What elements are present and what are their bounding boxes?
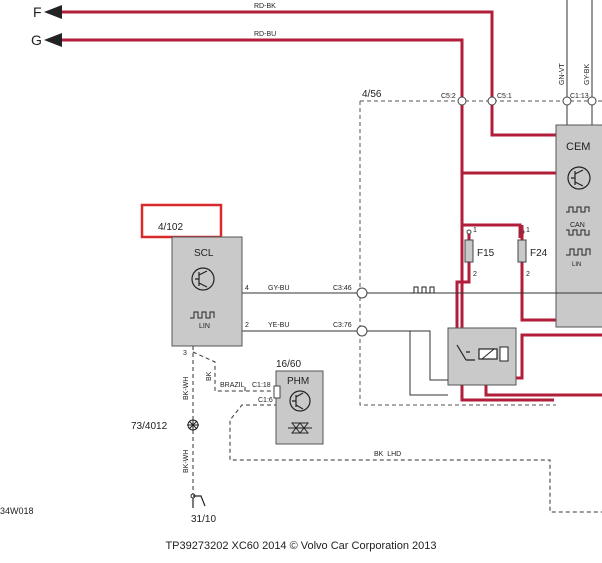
phm-transistor-symbol (292, 392, 304, 410)
pin-c3-76: C3:76 (333, 322, 352, 329)
pin-c5-1: C5:1 (497, 93, 512, 100)
scl-pin-4: 4 (245, 285, 249, 292)
cem-transistor-icon (567, 166, 591, 190)
scl-lin-label: LIN (199, 323, 210, 330)
relay-diode-icon (499, 346, 509, 362)
fuse-f15-label: F15 (477, 248, 495, 259)
arrow-g (44, 33, 62, 47)
wire-ye-bu (242, 330, 448, 396)
phm-id: 16/60 (276, 359, 301, 370)
arrow-f (44, 5, 62, 19)
wire-f15-out (455, 262, 471, 340)
scl-id: 4/102 (158, 222, 183, 233)
wire-label-rd-bu: RD-BU (254, 31, 276, 38)
wire-label-gy-bk: GY-BK (584, 64, 591, 85)
wire-label-bk-wh-1: BK-WH (183, 377, 190, 400)
scl-module (171, 236, 243, 347)
cem-lin-signal-icon (566, 248, 591, 256)
wire-bk-to-phm (192, 351, 278, 392)
fuse-f15-pin1 (466, 229, 472, 235)
ground-wires (192, 346, 602, 513)
scl-transistor-icon (191, 267, 215, 291)
wire-label-bk: BK (206, 371, 213, 381)
cem-can-signal-icon (566, 206, 590, 213)
connector-c1-13-b (587, 96, 597, 106)
pin-c1-6: C1:6 (258, 397, 273, 404)
wire-bk-lhd (229, 404, 602, 513)
scl-name: SCL (194, 248, 214, 259)
cem-boundary-left (359, 101, 556, 406)
wire-f15-feed (462, 223, 522, 238)
cem-id: 4/56 (362, 89, 382, 100)
scl-transistor-symbol (195, 270, 208, 288)
phm-diode-icon (288, 422, 312, 434)
fuse-f15-pin-bottom: 2 (473, 271, 477, 278)
document-id: 34W018 (0, 506, 34, 516)
connector-label-f: F (33, 4, 42, 20)
phm-connector (273, 385, 281, 399)
relay-coil-line (481, 348, 495, 360)
pin-c1-13: C1:13 (570, 93, 589, 100)
scl-lin-signal-icon (190, 311, 215, 319)
ground-point-label: 73/4012 (131, 421, 168, 432)
wire-rd-bk (62, 10, 556, 137)
wire-label-brazil: BRAZIL (220, 382, 245, 389)
wire-ye-bu-2 (410, 330, 448, 381)
connector-c5-1 (487, 96, 497, 106)
wire-label-gn-vt: GN-VT (559, 63, 566, 86)
pin-c5-2: C5:2 (441, 93, 456, 100)
scl-pin-2: 2 (245, 322, 249, 329)
scl-pin-3: 3 (183, 350, 187, 357)
wire-label-rd-bk: RD-BK (254, 3, 276, 10)
connector-label-g: G (31, 32, 42, 48)
power-wires (62, 10, 602, 402)
cem-name: CEM (566, 141, 590, 153)
fuse-f24-pin-top: 1 (526, 227, 530, 234)
ground-label: 31/10 (191, 514, 216, 525)
fuse-f24-pin-bottom: 2 (526, 271, 530, 278)
fuse-f24-label: F24 (530, 248, 548, 259)
connector-c3-46 (356, 287, 368, 299)
connector-c1-13-a (562, 96, 572, 106)
fuse-f24-body (517, 239, 527, 263)
fuse-f15-pin-top: 1 (473, 227, 477, 234)
wire-label-ye-bu: YE-BU (268, 322, 289, 329)
phm-name: PHM (287, 376, 309, 387)
fuse-f15-body (464, 239, 474, 263)
wire-label-gy-bu: GY-BU (268, 285, 290, 292)
pin-c3-46: C3:46 (333, 285, 352, 292)
wire-rd-bu (62, 38, 554, 402)
phm-transistor-icon (289, 390, 311, 412)
wire-label-bk-wh-2: BK-WH (183, 450, 190, 473)
cem-transistor-symbol (571, 169, 584, 187)
cem-can-signal-icon-2 (566, 229, 590, 236)
pin-c1-18: C1:18 (252, 382, 271, 389)
gy-bu-lin-signal-icon (410, 286, 435, 294)
wire-relay-coil (503, 333, 602, 380)
cem-can-label: CAN (570, 222, 585, 229)
ground-point-cross (187, 419, 199, 431)
connector-c3-76 (356, 325, 368, 337)
wire-label-bk-lhd: BK LHD (374, 451, 401, 458)
cem-lin-label: LIN (572, 262, 581, 268)
connector-c5-2 (457, 96, 467, 106)
ground-symbol-icon (192, 495, 206, 508)
copyright-footer: TP39273202 XC60 2014 © Volvo Car Corpora… (165, 540, 437, 552)
relay-switch-symbol (456, 344, 475, 361)
